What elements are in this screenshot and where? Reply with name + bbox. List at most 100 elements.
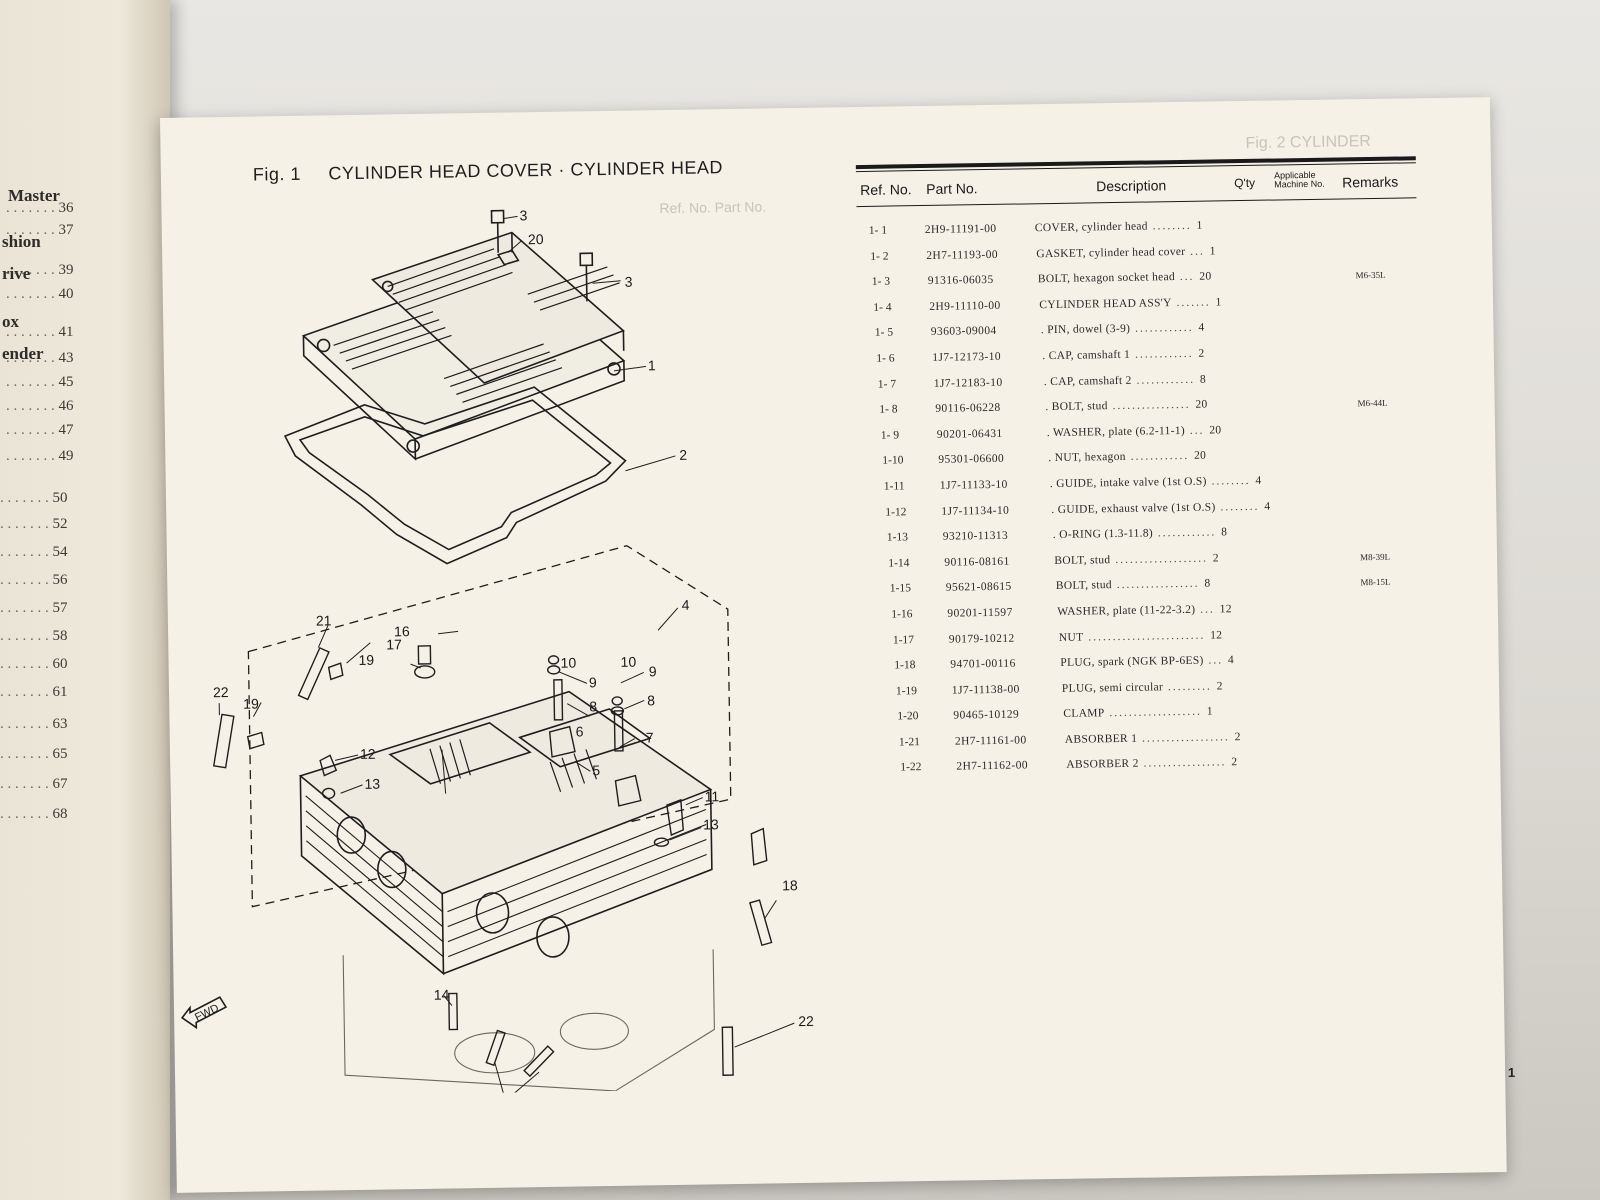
callout-number: 20 [528,231,544,247]
cell-ref-no: 1- 4 [873,301,892,314]
cell-qty: 20 [1195,398,1208,411]
toc-word: shion [2,232,41,251]
callout-number: 7 [646,729,654,745]
fwd-label: FWD [193,1002,221,1024]
studs-and-fasteners-drawing [212,645,773,1078]
cell-part-no: 1J7-11133-10 [939,478,1008,492]
cell-part-no: 1J7-12173-10 [932,350,1002,364]
figure-heading: CYLINDER HEAD COVER · CYLINDER HEAD [328,157,724,184]
cell-part-no: 90201-06431 [936,427,1003,441]
cell-description: . WASHER, plate (6.2-11-1) ... 20 [1046,424,1222,439]
toc-entry: . . . . . . . 65 [0,746,68,762]
cell-qty: 1 [1209,245,1216,258]
cell-description: BOLT, hexagon socket head ... 20 [1037,270,1212,286]
callout-number: 19 [358,652,374,668]
toc-entry: . . . . . . . 61 [0,684,68,700]
catalog-page: Fig. 2 CYLINDER Ref. No. Part No. Fig. 1… [160,97,1515,1193]
callout-numbers: 1233456788991010111213131415161718191920… [213,207,814,1029]
cell-part-no: 95621-08615 [945,580,1012,595]
toc-entry: . . . . . . . 60 [0,656,68,672]
cell-description: PLUG, semi circular ......... 2 [1061,680,1223,695]
toc-entry: . . . . . . . 40 [6,286,74,302]
cell-part-no: 90465-10129 [953,708,1020,722]
page-number: 1 [1507,1064,1516,1080]
cell-part-no: 90201-11597 [947,606,1013,620]
cell-ref-no: 1- 7 [877,378,897,391]
cell-description: . GUIDE, intake valve (1st O.S) ........… [1049,474,1262,491]
cell-description: . CAP, camshaft 1 ............ 2 [1042,347,1205,363]
callout-number: 4 [682,597,690,613]
cell-ref-no: 1- 2 [870,250,889,263]
callout-number: 3 [519,207,527,223]
cell-qty: 12 [1219,603,1232,616]
cell-ref-no: 1- 3 [871,275,891,289]
cell-remarks: M8-15L [1360,577,1391,588]
cell-part-no: 93603-09004 [930,325,997,339]
exploded-parts-diagram: 1233456788991010111213131415161718191920… [212,207,814,1098]
cell-part-no: 2H9-11191-00 [924,222,997,236]
header-remarks: Remarks [1342,173,1399,191]
toc-entry: . . . . . . . 58 [0,628,68,644]
toc-entry: . . . . . . . 68 [0,806,68,822]
callout-number: 16 [394,623,410,639]
cell-part-no: 1J7-11134-10 [941,504,1010,518]
cell-ref-no: 1-20 [897,710,919,723]
callout-number: 18 [782,877,798,893]
callout-number: 6 [576,723,584,739]
cell-ref-no: 1- 6 [876,352,895,365]
cell-qty: 2 [1231,756,1238,769]
cell-ref-no: 1-17 [892,633,915,647]
callout-number: 5 [592,762,600,778]
figure-title: Fig. 1 CYLINDER HEAD COVER · CYLINDER HE… [253,157,723,185]
toc-entry: . . . . . . . 49 [6,448,74,464]
cell-qty: 8 [1221,526,1228,539]
cell-qty: 8 [1199,373,1207,386]
cell-ref-no: 1- 9 [880,429,900,442]
callout-number: 3 [625,274,633,290]
cell-ref-no: 1-19 [895,684,918,698]
cell-ref-no: 1-21 [898,736,921,749]
cell-description: GASKET, cylinder head cover ... 1 [1036,245,1216,260]
cell-part-no: 93210-11313 [942,529,1009,543]
cell-description: NUT ........................ 12 [1058,628,1223,644]
toc-entry: . . . . . . . 45 [6,374,74,390]
cell-qty: 20 [1199,270,1212,283]
callout-number: 2 [679,447,687,463]
callout-number: 13 [703,816,719,832]
callout-number: 14 [434,987,450,1003]
cell-ref-no: 1- 8 [879,403,898,416]
cell-qty: 2 [1212,552,1219,565]
callout-number: 12 [360,746,376,762]
cell-description: . NUT, hexagon ............ 20 [1048,449,1207,465]
cell-qty: 12 [1210,628,1223,642]
cell-part-no: 91316-06035 [927,274,994,288]
cell-description: COVER, cylinder head ........ 1 [1034,219,1203,235]
header-qty: Q'ty [1234,175,1256,191]
cell-qty: 2 [1198,347,1205,360]
toc-entry: . . . . . . . 37 [6,222,74,238]
cell-qty: 8 [1204,577,1211,590]
cell-part-no: 95301-06600 [938,453,1005,467]
callout-number: 9 [589,674,597,690]
callout-number: 9 [649,663,657,679]
forward-arrow-icon: FWD [180,996,228,1030]
callout-number: 22 [798,1013,814,1029]
callout-number: 10 [620,654,636,670]
cell-description: PLUG, spark (NGK BP-6ES) ... 4 [1060,654,1235,670]
cell-qty: 2 [1234,730,1241,744]
callout-number: 1 [648,357,656,373]
callout-number: 21 [316,612,332,628]
gasket-drawing [283,386,627,565]
cell-description: . O-RING (1.3-11.8) ............ 8 [1052,526,1228,542]
toc-entry: . . . . . . . 39 [6,262,74,278]
cell-ref-no: 1-18 [894,659,916,672]
cell-description: CLAMP ................... 1 [1063,705,1214,721]
cell-ref-no: 1-16 [891,608,913,621]
toc-entry: . . . . . . . 67 [0,776,68,792]
toc-word: Master [8,186,60,205]
toc-entry: . . . . . . . 57 [0,600,68,616]
cell-ref-no: 1-14 [888,557,910,570]
cell-part-no: 90116-06228 [935,401,1001,416]
toc-entry: . . . . . . . 41 [6,324,74,340]
